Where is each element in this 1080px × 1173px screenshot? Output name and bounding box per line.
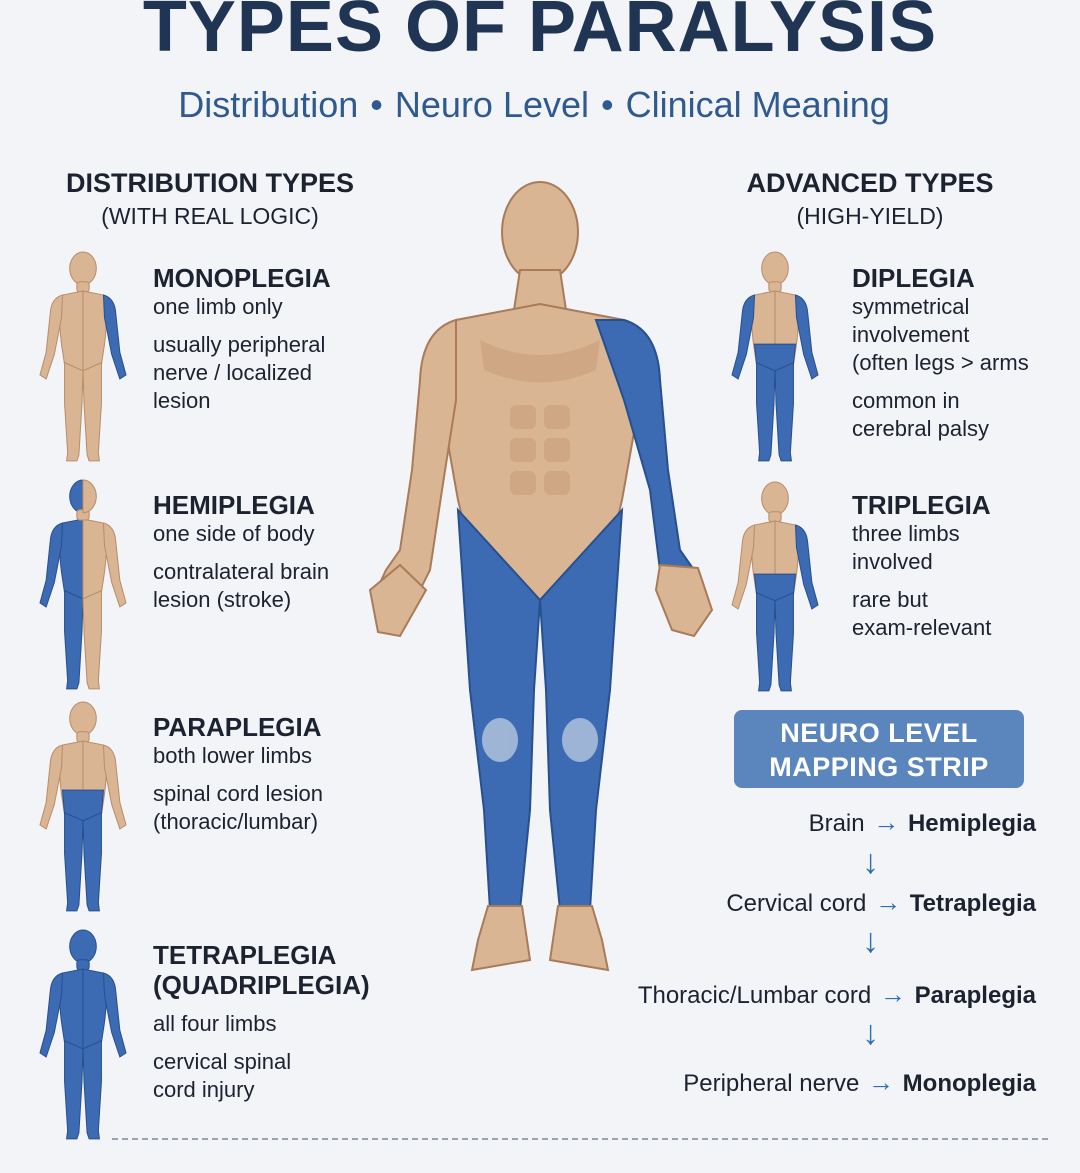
right-section-header: ADVANCED TYPES (HIGH-YIELD)	[712, 168, 1028, 230]
mapping-row-brain: Brain → Hemiplegia	[809, 807, 1036, 838]
subtitle-separator: •	[601, 84, 614, 125]
section-divider	[112, 1138, 1048, 1140]
left-section-heading: DISTRIBUTION TYPES	[65, 168, 355, 198]
figure-diplegia	[731, 251, 819, 462]
entry-note: common in	[852, 388, 960, 413]
mapping-result: Paraplegia	[914, 982, 1036, 1009]
page-title: TYPES OF PARALYSIS	[142, 0, 938, 67]
figure-head	[501, 181, 579, 283]
subtitle-separator: •	[370, 84, 383, 125]
entry-title: PARAPLEGIA	[153, 712, 322, 742]
down-arrow-icon: ↓	[862, 922, 879, 960]
entry-note: cervical spinal	[153, 1049, 292, 1074]
figure-hemiplegia	[39, 479, 127, 690]
mapping-result: Hemiplegia	[907, 810, 1036, 837]
entry-note: rare but	[852, 587, 928, 612]
entry-diplegia: DIPLEGIA symmetrical involvement (often …	[852, 263, 1072, 443]
mapping-source: Brain	[808, 810, 865, 837]
entry-title: MONOPLEGIA	[153, 263, 331, 293]
badge-line: NEURO LEVEL	[780, 718, 978, 748]
entry-desc: symmetrical	[852, 294, 970, 319]
figure-paraplegia	[39, 701, 127, 912]
mapping-result: Tetraplegia	[909, 890, 1036, 917]
entry-desc: involvement	[852, 322, 970, 347]
right-arrow-icon: →	[868, 1067, 894, 1097]
entry-desc: three limbs	[852, 521, 960, 546]
mapping-source: Cervical cord	[726, 890, 867, 917]
entry-title: HEMIPLEGIA	[153, 490, 315, 520]
mapping-result: Monoplegia	[902, 1070, 1036, 1097]
entry-note: cerebral palsy	[852, 416, 989, 441]
entry-note: usually peripheral	[153, 332, 326, 357]
entry-title-alt: (QUADRIPLEGIA)	[153, 970, 370, 1000]
entry-note: cord injury	[153, 1077, 255, 1102]
entry-desc: all four limbs	[153, 1011, 277, 1036]
entry-title: TRIPLEGIA	[852, 490, 991, 520]
right-section-heading: ADVANCED TYPES	[746, 168, 994, 198]
down-arrow-icon: ↓	[862, 1014, 879, 1052]
entry-title: DIPLEGIA	[852, 263, 975, 293]
entry-triplegia: TRIPLEGIA three limbs involved rare but …	[852, 490, 1072, 642]
mapping-row-peripheral: Peripheral nerve → Monoplegia	[683, 1067, 1036, 1098]
entry-tetraplegia: TETRAPLEGIA (QUADRIPLEGIA) all four limb…	[153, 940, 393, 1104]
entry-note: lesion (stroke)	[153, 587, 292, 612]
entry-note: spinal cord lesion	[153, 781, 323, 806]
subtitle-distribution: Distribution	[178, 84, 359, 125]
left-section-header: DISTRIBUTION TYPES (WITH REAL LOGIC)	[40, 168, 380, 230]
right-arrow-icon: →	[879, 979, 906, 1009]
entry-desc: both lower limbs	[153, 743, 312, 768]
entry-note: exam-relevant	[852, 615, 992, 640]
page-subtitle: Distribution • Neuro Level • Clinical Meanin…	[0, 84, 1068, 126]
entry-desc: one limb only	[153, 294, 283, 319]
entry-note: (thoracic/lumbar)	[153, 809, 319, 834]
mapping-source: Thoracic/Lumbar cord	[637, 982, 872, 1009]
entry-paraplegia: PARAPLEGIA both lower limbs spinal cord …	[153, 712, 383, 836]
right-arrow-icon: →	[873, 807, 900, 837]
down-arrow-icon: ↓	[862, 843, 879, 881]
figure-monoplegia	[39, 251, 127, 462]
entry-note: lesion	[153, 388, 211, 413]
mapping-source: Peripheral nerve	[683, 1070, 860, 1097]
neuro-mapping-badge: NEURO LEVEL MAPPING STRIP	[734, 710, 1024, 788]
figure-triplegia	[731, 481, 819, 692]
entry-desc: (often legs > arms	[852, 350, 1029, 375]
figure-tetraplegia	[39, 929, 127, 1140]
entry-monoplegia: MONOPLEGIA one limb only usually periphe…	[153, 263, 383, 415]
entry-title: TETRAPLEGIA	[153, 940, 337, 970]
entry-hemiplegia: HEMIPLEGIA one side of body contralatera…	[153, 490, 383, 614]
badge-line: MAPPING STRIP	[769, 752, 989, 782]
left-section-subheading: (WITH REAL LOGIC)	[101, 203, 319, 229]
subtitle-clinical-meaning: Clinical Meaning	[625, 84, 890, 125]
entry-note: nerve / localized	[153, 360, 312, 385]
entry-desc: one side of body	[153, 521, 315, 546]
entry-note: contralateral brain	[153, 559, 330, 584]
entry-desc: involved	[852, 549, 933, 574]
mapping-row-cervical: Cervical cord → Tetraplegia	[726, 887, 1036, 918]
subtitle-neuro-level: Neuro Level	[394, 84, 590, 125]
right-arrow-icon: →	[875, 887, 902, 917]
right-section-subheading: (HIGH-YIELD)	[796, 203, 944, 229]
central-anatomy-figure	[368, 181, 714, 972]
mapping-row-thoracic: Thoracic/Lumbar cord → Paraplegia	[638, 979, 1036, 1010]
